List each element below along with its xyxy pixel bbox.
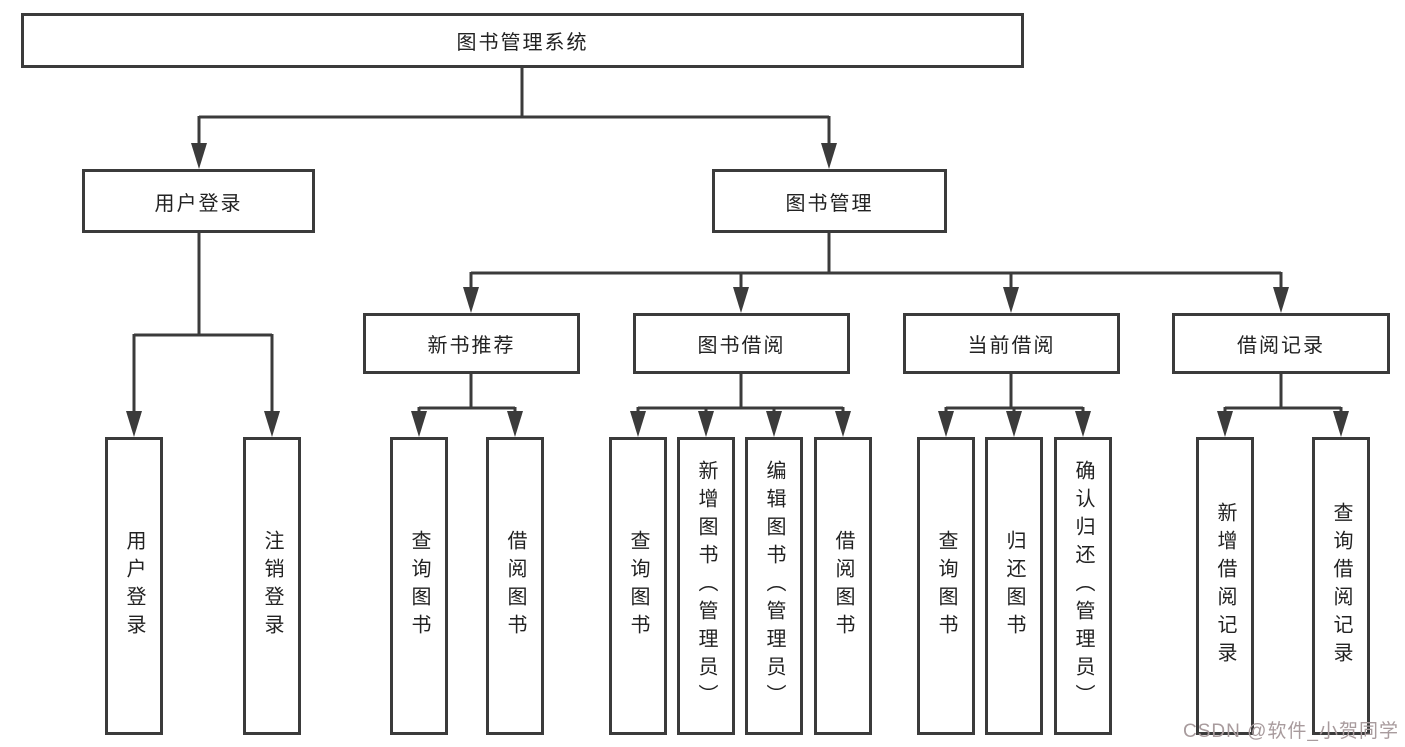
node-label: 用户登录 (154, 192, 243, 215)
node-label: 新书推荐 (427, 335, 516, 357)
node-label: 查询图书 (408, 530, 430, 642)
leaf-query-books-borrow: 查询图书 (609, 437, 667, 735)
node-label: 新增借阅记录 (1214, 502, 1236, 670)
node-user-login: 用户登录 (82, 169, 315, 233)
node-library-management-system: 图书管理系统 (21, 13, 1024, 68)
node-label: 图书管理 (785, 192, 874, 215)
node-label: 借阅记录 (1237, 335, 1325, 357)
node-label: 图书借阅 (697, 335, 786, 357)
node-new-book-recommendation: 新书推荐 (363, 313, 580, 374)
node-label: 用户登录 (123, 530, 145, 642)
node-label: 查询借阅记录 (1330, 502, 1352, 670)
node-current-borrowing: 当前借阅 (903, 313, 1120, 374)
leaf-add-borrow-record: 新增借阅记录 (1196, 437, 1254, 735)
node-label: 当前借阅 (967, 335, 1056, 357)
leaf-query-borrow-record: 查询借阅记录 (1312, 437, 1370, 735)
node-label: 注销登录 (261, 530, 283, 642)
node-label: 归还图书 (1003, 530, 1025, 642)
node-book-management: 图书管理 (712, 169, 947, 233)
node-label: 借阅图书 (504, 530, 526, 642)
leaf-query-books-recommend: 查询图书 (390, 437, 448, 735)
leaf-return-books: 归还图书 (985, 437, 1043, 735)
csdn-watermark: CSDN @软件_小贺同学 (1183, 721, 1399, 742)
node-label: 查询图书 (935, 530, 957, 642)
leaf-query-books-current: 查询图书 (917, 437, 975, 735)
node-label: 借阅图书 (832, 530, 854, 642)
node-label: 确认归还（管理员） (1072, 460, 1094, 712)
leaf-confirm-return-admin: 确认归还（管理员） (1054, 437, 1112, 735)
node-label: 编辑图书（管理员） (763, 460, 785, 712)
leaf-logout: 注销登录 (243, 437, 301, 735)
leaf-borrow-books: 借阅图书 (814, 437, 872, 735)
leaf-user-login: 用户登录 (105, 437, 163, 735)
leaf-borrow-books-recommend: 借阅图书 (486, 437, 544, 735)
node-label: 图书管理系统 (456, 32, 589, 54)
node-book-borrowing: 图书借阅 (633, 313, 850, 374)
node-borrowing-records: 借阅记录 (1172, 313, 1390, 374)
node-label: 查询图书 (627, 530, 649, 642)
node-label: 新增图书（管理员） (695, 460, 717, 712)
leaf-add-book-admin: 新增图书（管理员） (677, 437, 735, 735)
leaf-edit-book-admin: 编辑图书（管理员） (745, 437, 803, 735)
